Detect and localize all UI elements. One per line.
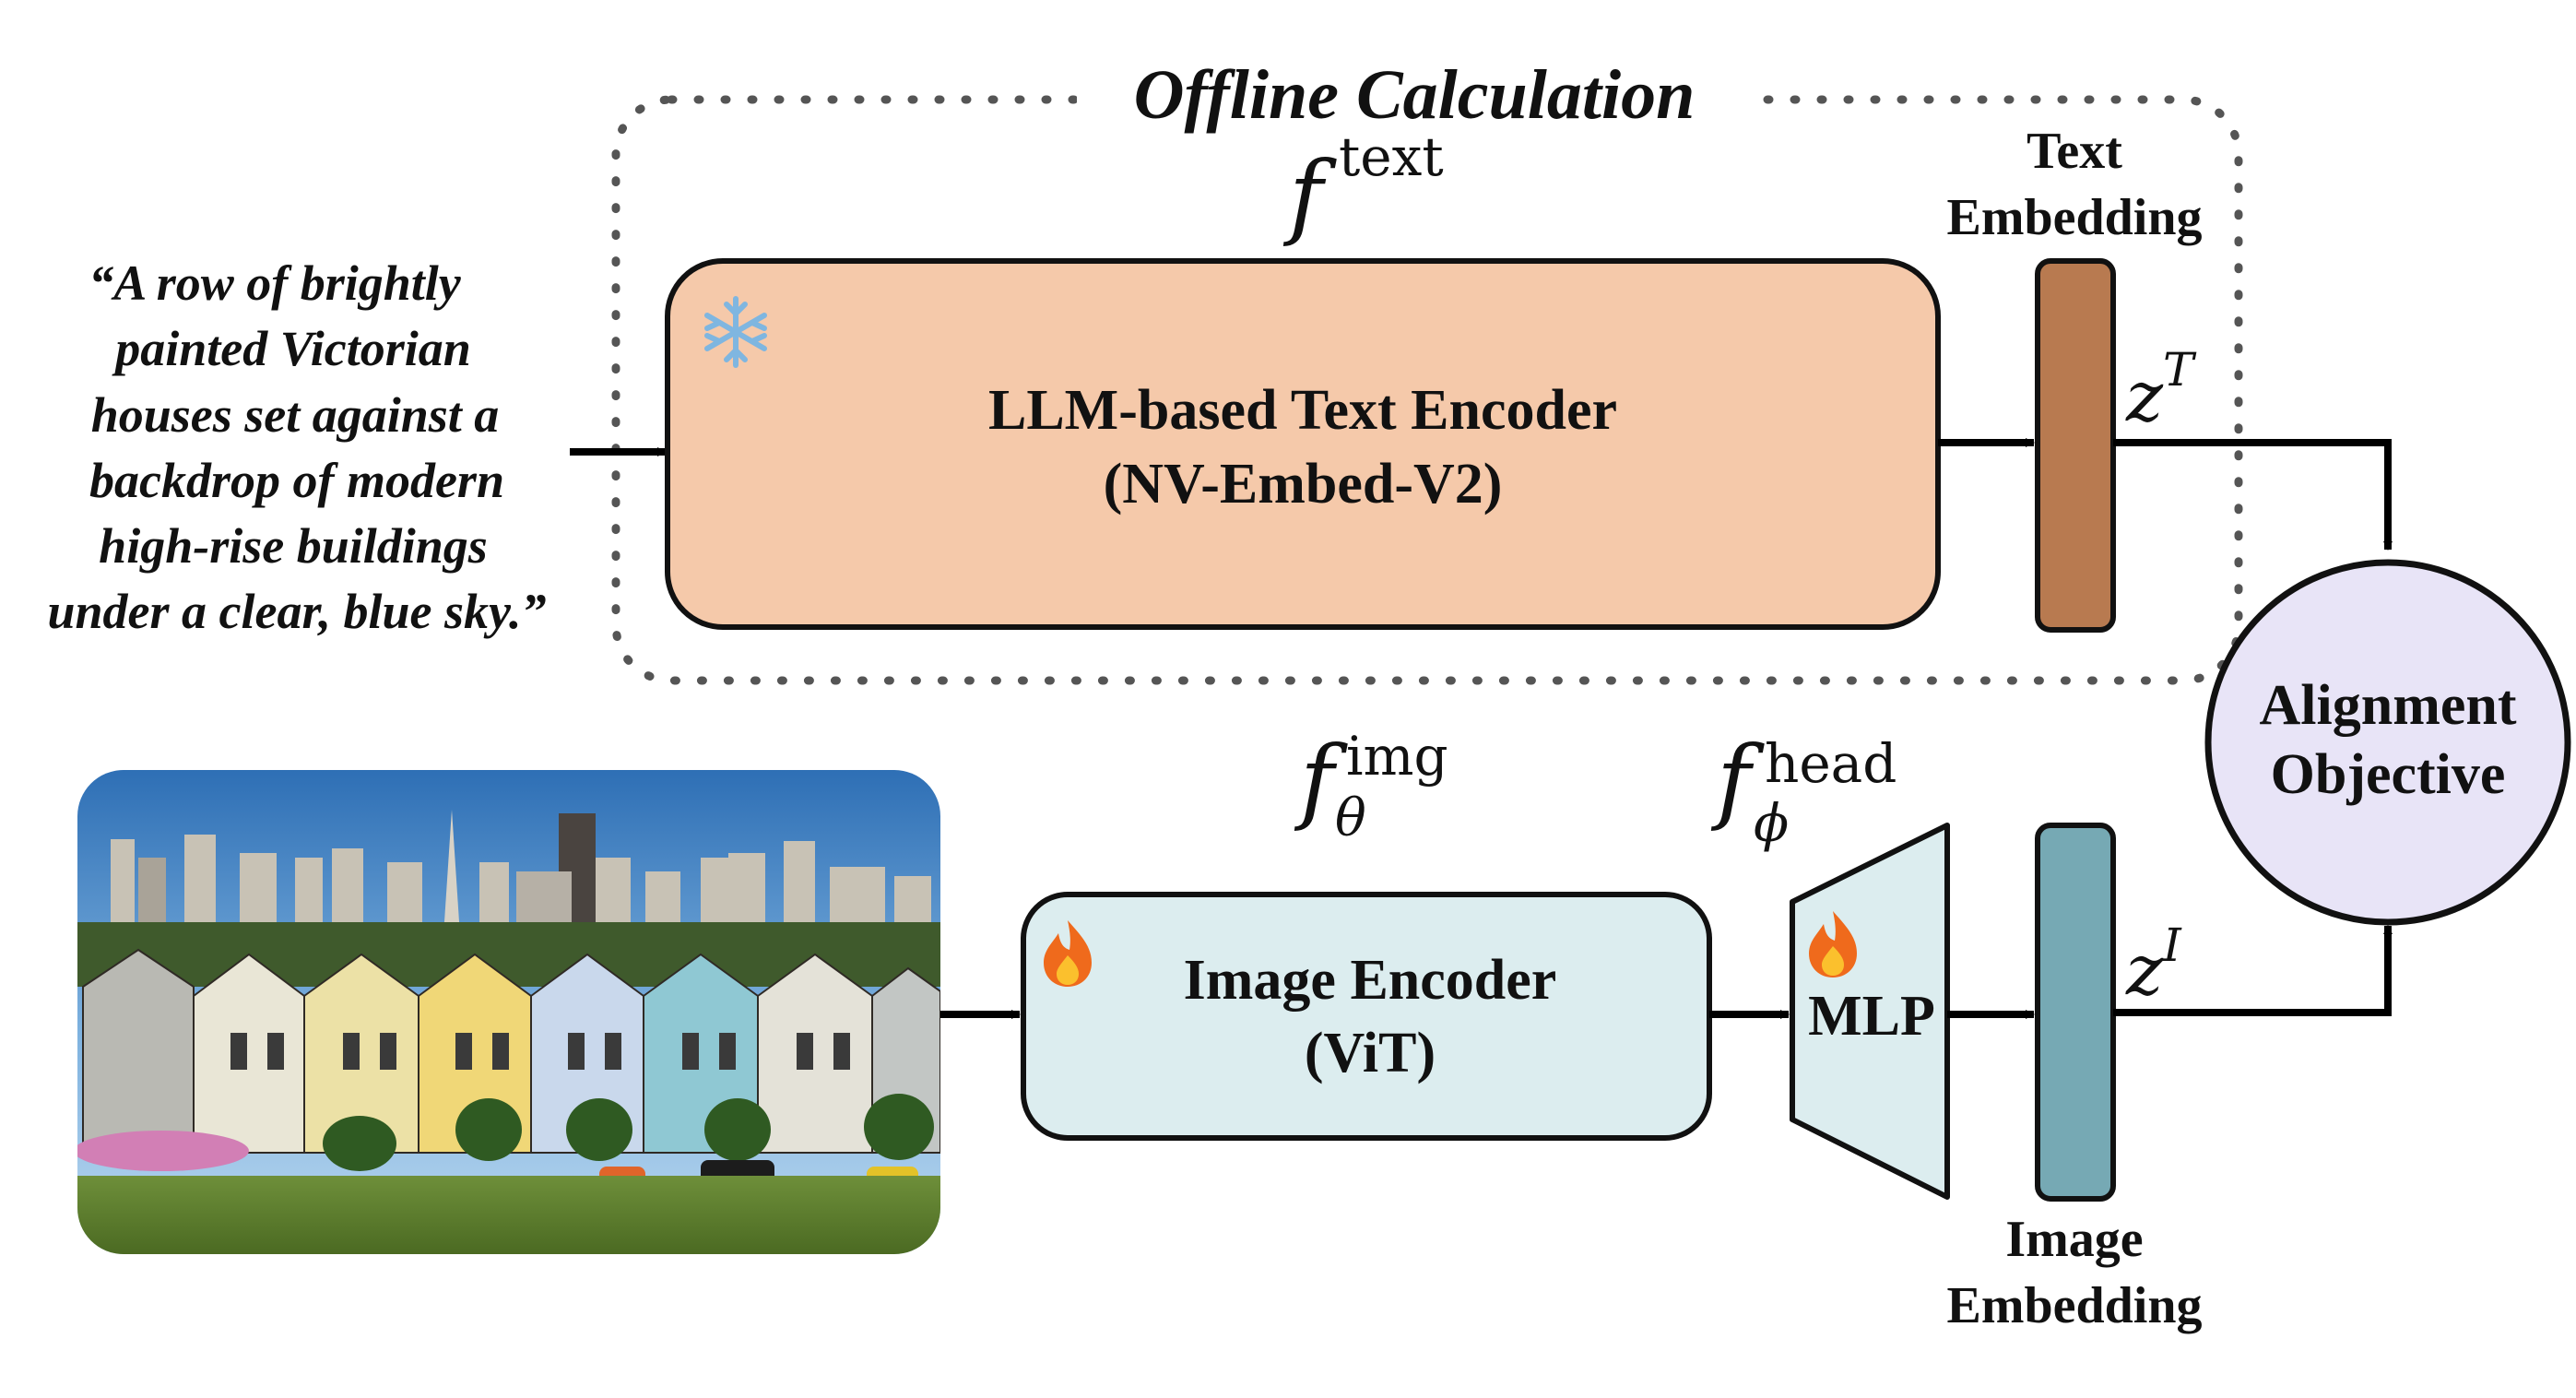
caption-line: painted Victorian <box>112 321 471 376</box>
offline-calculation-region: Offline Calculation <box>611 56 2243 685</box>
alignment-objective-line1: Alignment <box>2260 674 2517 737</box>
caption-line: “A row of brightly <box>89 255 462 311</box>
caption-line: backdrop of modern <box>89 453 504 508</box>
text-embedding-label-line2: Embedding <box>1947 189 2203 246</box>
image-embedding-z-base: z <box>2125 929 2164 1011</box>
text-encoder-block: LLM-based Text Encoder (NV-Embed-V2) <box>665 258 1941 630</box>
text-encoder-box <box>665 258 1941 630</box>
painted-ladies-victorian-houses-photo <box>77 770 940 1254</box>
alignment-objective-node: Alignment Objective <box>2204 559 2571 926</box>
mlp-head-function-label: f head ϕ <box>1710 726 1897 854</box>
mlp-label: MLP <box>1808 985 1935 1048</box>
caption-text: “A row of brightly painted Victorian hou… <box>47 255 546 639</box>
mlp-head-func-sub: ϕ <box>1754 794 1789 854</box>
image-encoder-subtitle: (ViT) <box>1305 1022 1436 1084</box>
image-encoder-title: Image Encoder <box>1184 949 1557 1012</box>
image-encoder-func-sub: θ <box>1335 788 1366 848</box>
text-encoder-subtitle: (NV-Embed-V2) <box>1104 453 1503 515</box>
caption-line: high-rise buildings <box>99 518 488 574</box>
text-embedding-z-sup: T <box>2163 343 2197 397</box>
image-embedding-label-line2: Embedding <box>1947 1277 2203 1334</box>
image-embedding-block: z I Image Embedding <box>1947 823 2203 1334</box>
flame-icon <box>1809 911 1857 977</box>
image-embedding-bar <box>2035 823 2116 1202</box>
text-encoder-func-sup: text <box>1339 125 1444 188</box>
text-encoder-function-label: f text <box>1282 125 1444 249</box>
image-encoder-box <box>1021 892 1712 1141</box>
image-encoder-block: Image Encoder (ViT) <box>1021 892 1712 1141</box>
mlp-trapezoid <box>1790 823 1950 1200</box>
image-embedding-to-alignment-arrow <box>2113 925 2393 1016</box>
text-embedding-to-alignment-arrow <box>2113 439 2393 551</box>
text-embedding-z-base: z <box>2125 355 2164 437</box>
text-embedding-bar <box>2035 258 2116 633</box>
flame-icon <box>1044 920 1092 987</box>
offline-calculation-title: Offline Calculation <box>1134 56 1696 134</box>
caption-line: under a clear, blue sky.” <box>47 584 546 639</box>
text-embedding-label-line1: Text <box>2027 123 2122 180</box>
alignment-objective-line2: Objective <box>2271 743 2506 806</box>
image-embedding-label-line1: Image <box>2005 1211 2143 1268</box>
mlp-head-block: MLP <box>1790 823 1950 1200</box>
image-encoder-function-label: f img θ <box>1294 725 1448 848</box>
text-encoder-func-base: f <box>1282 141 1337 249</box>
image-encoder-func-sup: img <box>1346 725 1448 788</box>
text-embedding-block: Text Embedding z T <box>1947 123 2203 633</box>
image-embedding-z-sup: I <box>2162 918 2182 972</box>
text-encoder-title: LLM-based Text Encoder <box>988 379 1617 442</box>
mlp-head-func-sup: head <box>1765 732 1897 795</box>
snowflake-icon <box>704 296 767 368</box>
caption-line: houses set against a <box>91 387 500 443</box>
alignment-objective-circle <box>2204 559 2571 926</box>
